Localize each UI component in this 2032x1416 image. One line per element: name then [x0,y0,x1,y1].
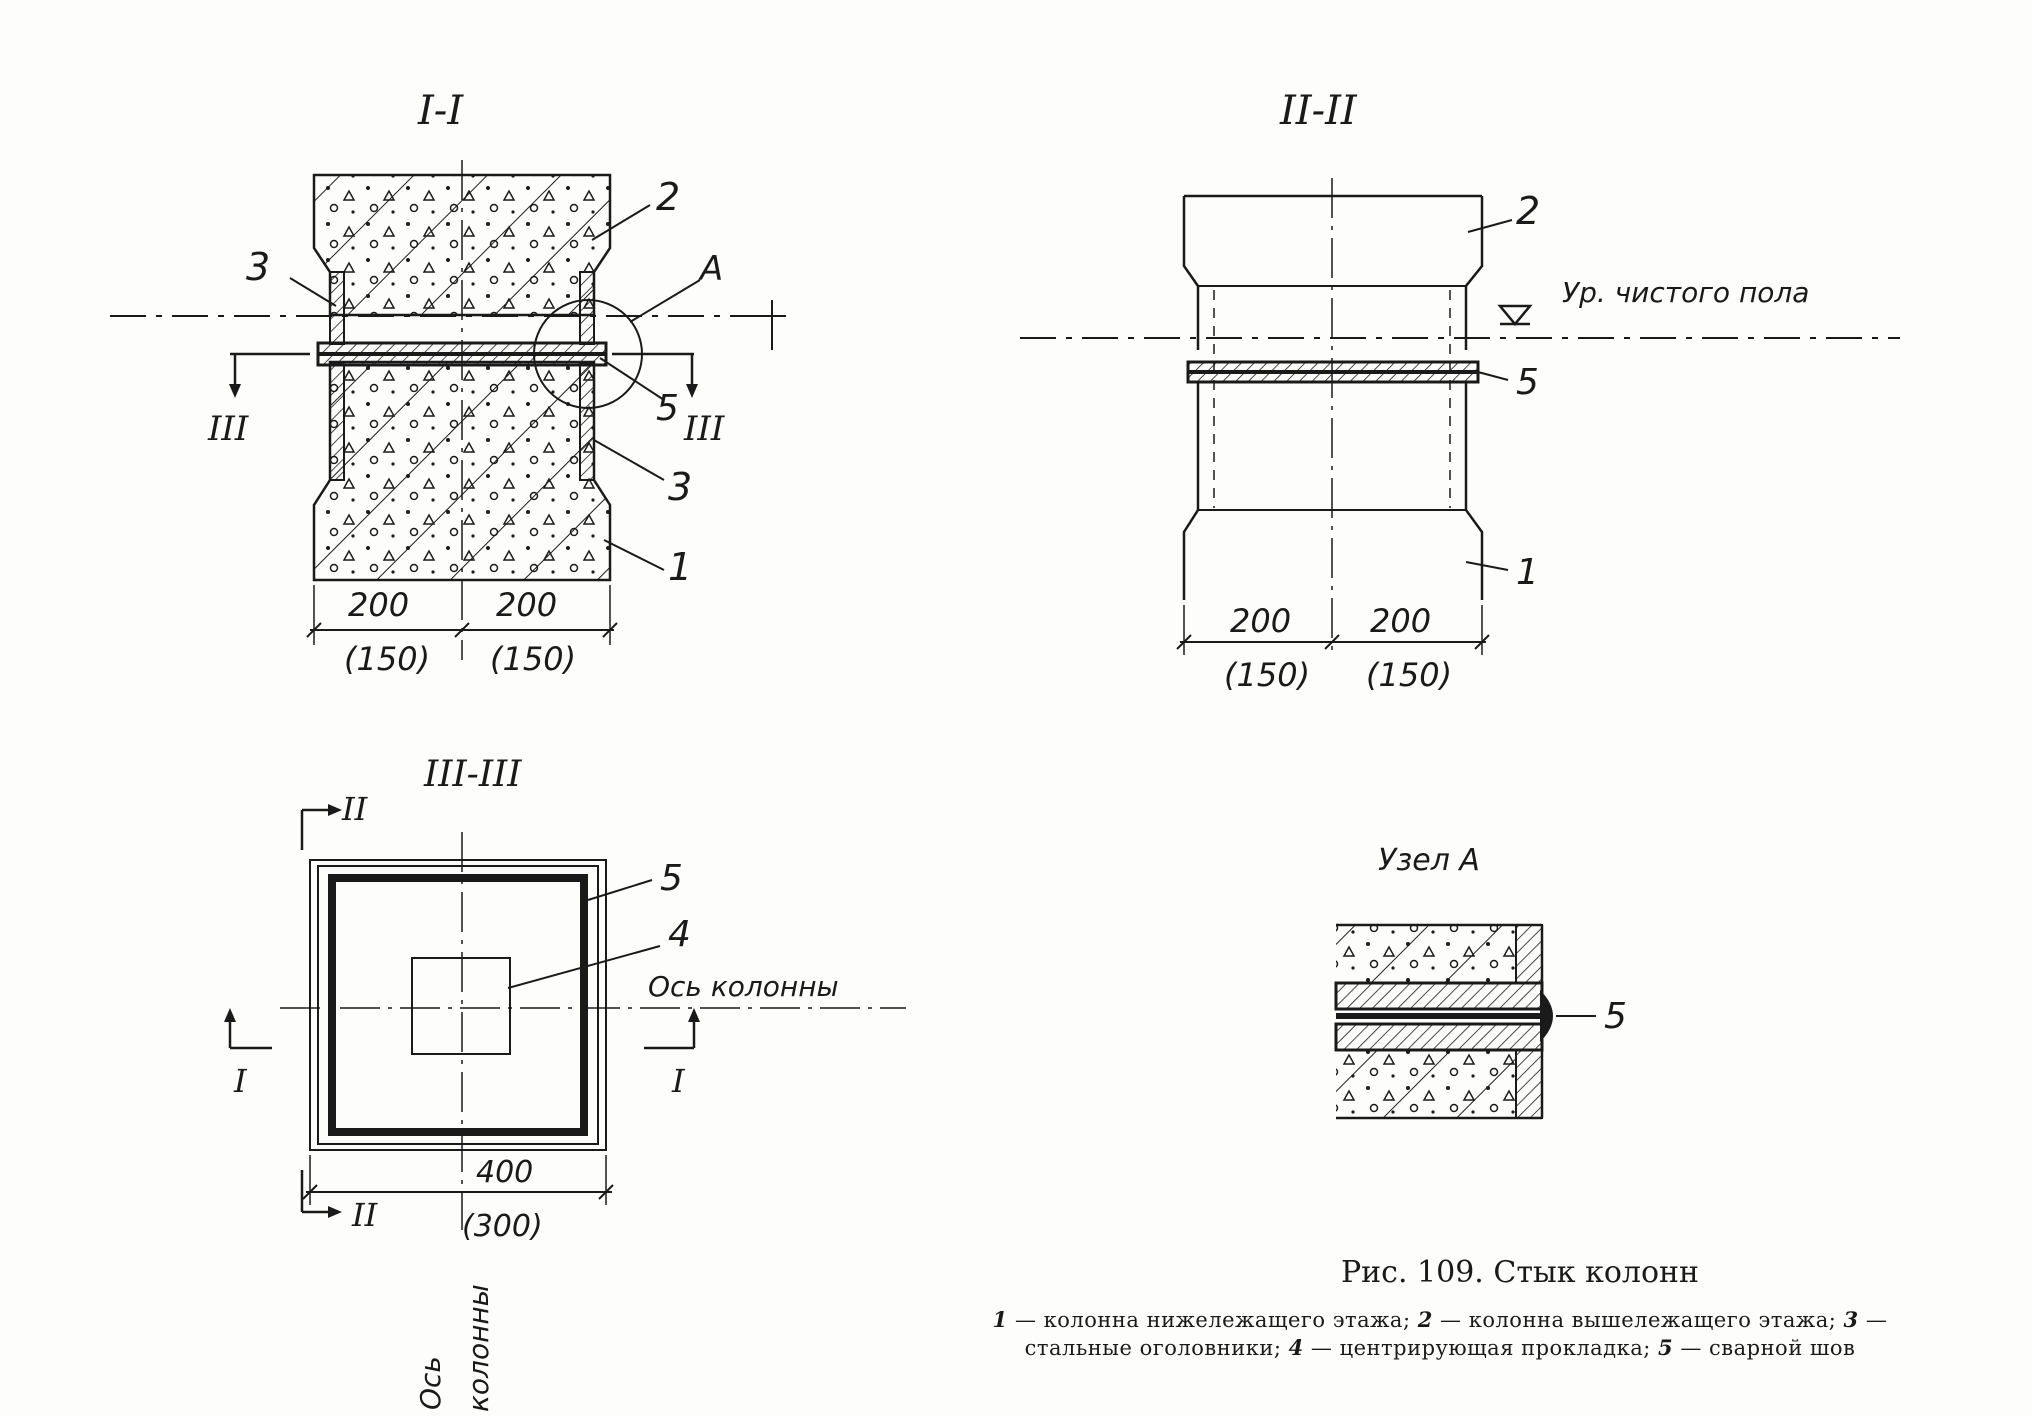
svg-text:II: II [341,790,369,828]
cut-mark-2-bottom: II [300,1170,379,1234]
svg-text:400: 400 [476,1155,533,1190]
section-1-1: I-I III [110,88,786,678]
node-a-title: Узел А [1378,843,1480,878]
svg-text:II: II [351,1196,379,1234]
cut-mark-1-left: I [224,1008,272,1100]
legend-item-4: 4 — центрирующая прокладка; [1288,1335,1651,1360]
floor-level-label: Ур. чистого пола [1562,276,1809,309]
section-3-3: III-III Ось колонны 5 4 II II [224,754,906,1412]
legend-item-2: 2 — колонна вышележащего этажа; [1417,1307,1837,1332]
svg-text:4: 4 [668,914,691,955]
svg-text:5: 5 [1604,996,1627,1037]
svg-text:1: 1 [1516,552,1539,593]
svg-text:5: 5 [656,388,679,429]
svg-text:3: 3 [668,465,692,509]
legend-item-3: 3 — стальные оголовники; [1024,1307,1888,1360]
svg-text:200: 200 [1230,602,1291,640]
svg-text:2: 2 [656,175,680,219]
steel-cap-lower-right [579,363,595,481]
svg-text:III: III [683,409,725,449]
centering-pad [411,957,511,1055]
section-3-3-title: III-III [423,754,522,795]
svg-text:200: 200 [1370,602,1431,640]
section-1-1-title: I-I [417,88,464,134]
figure-caption-title: Рис. 109. Стык колонн [1340,1255,1700,1290]
steel-cap-upper-left [329,271,345,345]
svg-text:3: 3 [246,245,270,289]
weld-outline [328,874,588,1136]
svg-text:A: A [698,249,723,289]
cut-mark-2-top: II [300,790,369,850]
steel-cap-lower-left [329,363,345,481]
svg-text:(300): (300) [462,1209,543,1244]
svg-text:200: 200 [496,586,557,624]
section-2-2: II-II Ур. чистого пола 2 5 1 [1020,88,1900,694]
section-2-2-title: II-II [1279,88,1358,134]
columns-word-label: колонны [462,1284,495,1412]
cut-mark-3-left: III [207,352,310,449]
svg-text:III: III [207,409,249,449]
svg-text:(150): (150) [1366,656,1452,694]
steel-cap-upper-right [579,271,595,345]
legend-item-5: 5 — сварной шов [1658,1335,1856,1360]
svg-text:1: 1 [668,545,692,589]
svg-text:I: I [671,1062,686,1100]
svg-text:2: 2 [1516,189,1540,233]
node-a-detail: Узел А 5 [1334,843,1627,1120]
svg-text:(150): (150) [1224,656,1310,694]
svg-text:5: 5 [660,858,683,899]
svg-text:(150): (150) [490,640,576,678]
svg-text:I: I [233,1062,248,1100]
figure-caption-legend: 1 — колонна нижележащего этажа; 2 — коло… [940,1306,1940,1362]
axis-word-label: Ось [414,1356,447,1410]
svg-text:200: 200 [348,586,409,624]
cut-mark-3-right: III [612,352,725,449]
legend-item-1: 1 — колонна нижележащего этажа; [992,1307,1411,1332]
column-axis-label: Ось колонны [648,970,839,1003]
svg-text:(150): (150) [344,640,430,678]
svg-text:5: 5 [1516,362,1539,403]
cut-mark-1-right: I [644,1008,700,1100]
